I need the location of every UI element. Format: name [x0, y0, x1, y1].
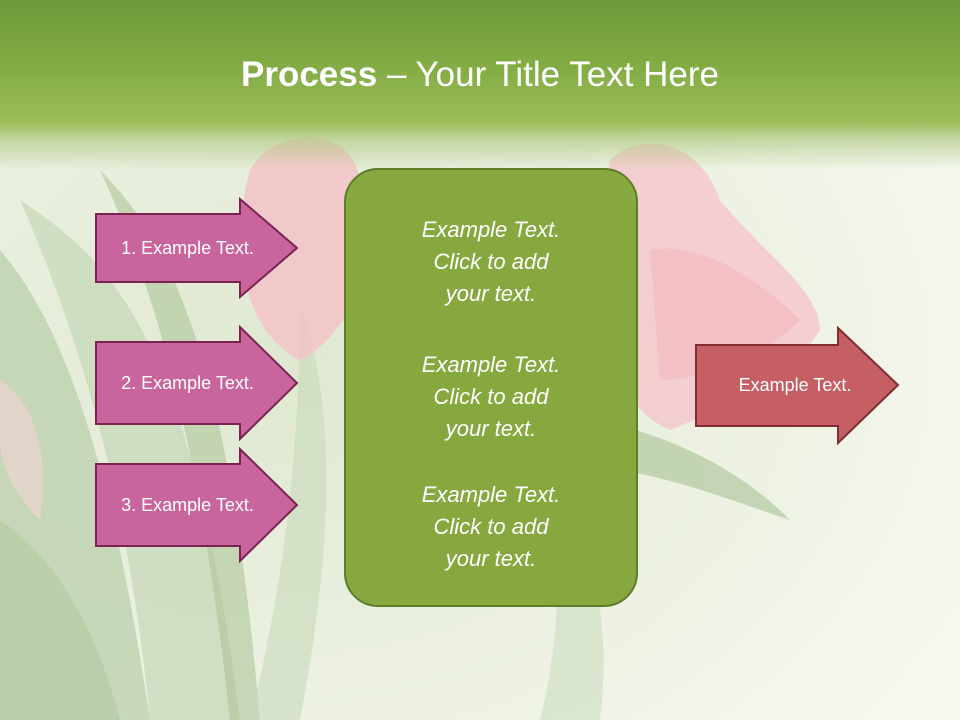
arrow-shape — [95, 446, 299, 564]
block-line: your text. — [445, 281, 537, 306]
block-line: Example Text. — [421, 482, 561, 507]
center-text-block-2: Example Text. Click to add your text. — [346, 349, 636, 445]
arrow-label: 1. Example Text. — [121, 237, 254, 258]
title-bold-text: Process — [241, 55, 378, 94]
block-line: Click to add — [433, 249, 549, 274]
block-line: Click to add — [433, 514, 549, 539]
center-text-box[interactable]: Example Text. Click to add your text. Ex… — [344, 168, 638, 607]
arrow-label: Example Text. — [738, 375, 852, 395]
block-line: your text. — [445, 546, 537, 571]
title-rest-text: – Your Title Text Here — [377, 55, 719, 94]
block-line: Example Text. — [421, 352, 561, 377]
arrow-label: 2. Example Text. — [121, 372, 254, 393]
block-line: Example Text. — [421, 217, 561, 242]
block-line: Click to add — [433, 384, 549, 409]
left-arrow-1[interactable]: 1. Example Text. — [95, 196, 299, 300]
right-arrow[interactable]: Example Text. — [695, 325, 900, 446]
block-line: your text. — [445, 416, 537, 441]
arrow-shape — [695, 325, 900, 446]
center-text-block-1: Example Text. Click to add your text. — [346, 214, 636, 310]
left-arrow-2[interactable]: 2. Example Text. — [95, 324, 299, 442]
slide-title[interactable]: Process – Your Title Text Here — [0, 52, 960, 98]
arrow-shape — [95, 196, 299, 300]
center-text-block-3: Example Text. Click to add your text. — [346, 479, 636, 575]
title-bar — [0, 0, 960, 170]
arrow-shape — [95, 324, 299, 442]
arrow-label: 3. Example Text. — [121, 494, 254, 515]
left-arrow-3[interactable]: 3. Example Text. — [95, 446, 299, 564]
